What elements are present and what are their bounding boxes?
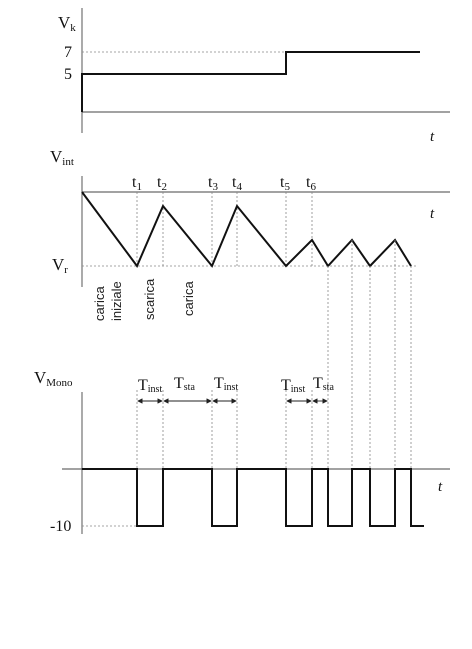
tsta-label-2: Tsta xyxy=(313,375,334,393)
vk-tick-5: 5 xyxy=(64,66,72,83)
vr-label: Vr xyxy=(52,255,68,276)
phase-label-scarica: scarica xyxy=(142,278,157,320)
time-label-t3: t3 xyxy=(208,174,218,193)
vmono-label: VMono xyxy=(34,368,73,389)
vmono-t-label: t xyxy=(438,479,443,495)
tinst-label-3: Tinst xyxy=(281,377,305,395)
vmono-panel: Tinst Tsta Tinst Tinst Tsta VMono -10 t xyxy=(34,240,450,535)
vint-time-markers xyxy=(136,192,313,266)
phase-label-carica-2: carica xyxy=(181,281,196,316)
vint-label: Vint xyxy=(50,147,74,168)
tinst-label-1: Tinst xyxy=(138,377,162,395)
phase-label-iniziale: iniziale xyxy=(109,281,124,321)
tsta-label-1: Tsta xyxy=(174,375,195,393)
phase-label-carica: carica xyxy=(92,286,107,321)
vk-label: Vk xyxy=(58,13,76,34)
vk-t-label: t xyxy=(430,129,435,145)
vmono-signal xyxy=(82,468,424,527)
vint-signal xyxy=(81,191,412,268)
vk-signal xyxy=(81,51,420,112)
time-label-t5: t5 xyxy=(280,174,290,193)
vk-panel: Vk 7 5 t xyxy=(58,8,450,145)
tinst-label-2: Tinst xyxy=(214,375,238,393)
time-label-t6: t6 xyxy=(306,174,316,193)
vint-panel: Vint Vr t t1 t2 t3 t4 t5 t6 carica inizi… xyxy=(50,147,450,321)
vmono-tick-m10: -10 xyxy=(50,518,71,535)
time-label-t1: t1 xyxy=(132,174,142,193)
time-label-t2: t2 xyxy=(157,174,167,193)
vk-tick-7: 7 xyxy=(64,44,72,61)
vint-t-label: t xyxy=(430,206,435,222)
time-label-t4: t4 xyxy=(232,174,242,193)
